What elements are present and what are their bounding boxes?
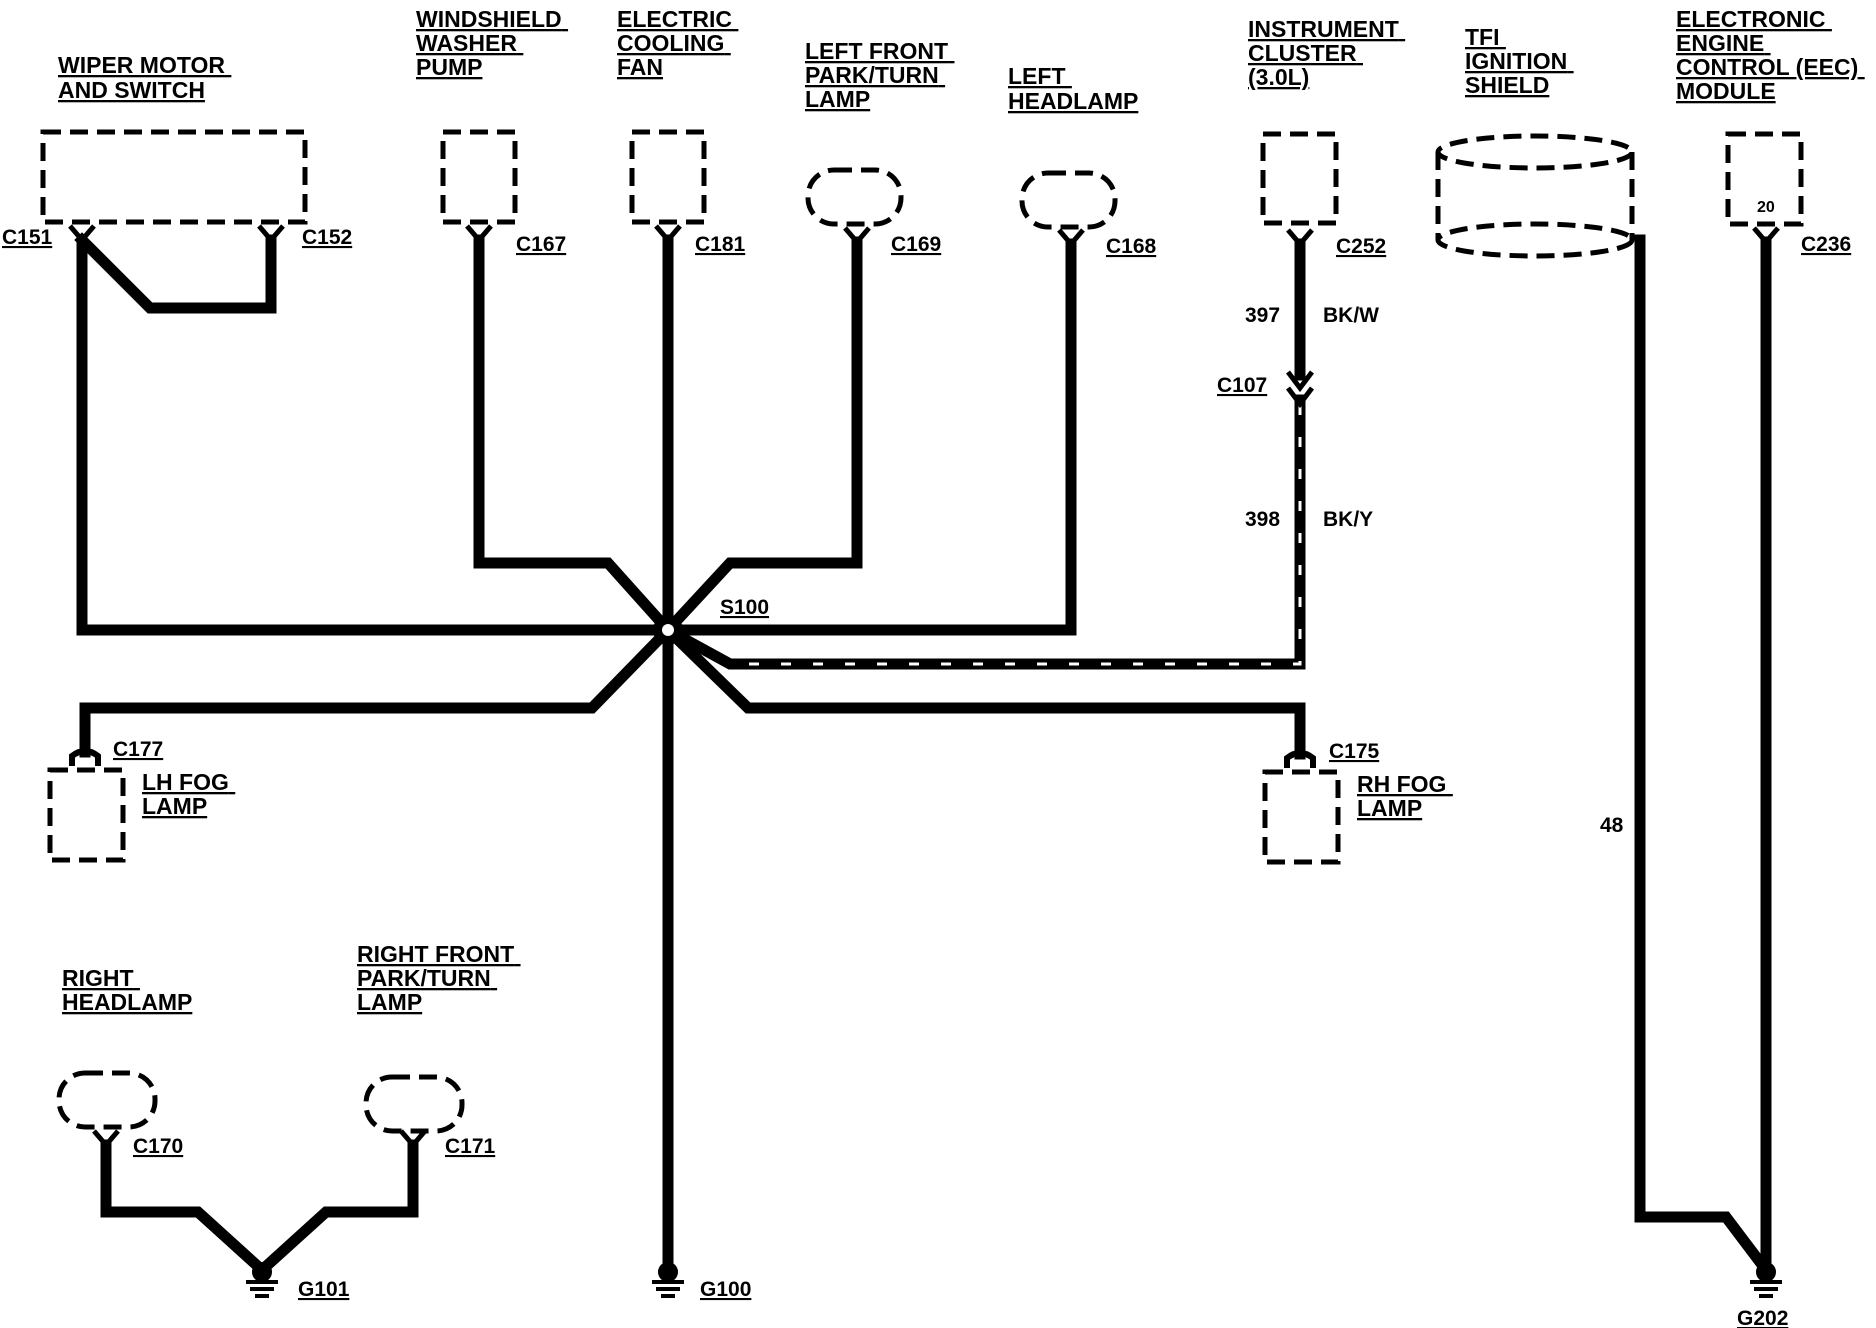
connector-symbols bbox=[68, 224, 1780, 1149]
right-headlamp-bulb bbox=[56, 1070, 158, 1130]
ground-g202-label: G202 bbox=[1737, 1307, 1788, 1328]
ground-g101-symbol bbox=[246, 1262, 278, 1298]
connector-c181: C181 bbox=[695, 233, 746, 256]
connector-c175: C175 bbox=[1329, 740, 1380, 763]
wiper-motor-box bbox=[40, 129, 308, 225]
wire-398-stripe bbox=[730, 405, 1302, 666]
lf-park-turn-label: LEFT FRONT PARK/TURN LAMP bbox=[805, 38, 954, 112]
wire-c169-to-s100 bbox=[660, 236, 863, 638]
wire-398-number: 398 bbox=[1245, 508, 1280, 531]
wire-48-number: 48 bbox=[1600, 814, 1624, 837]
left-headlamp-bulb bbox=[1019, 170, 1118, 230]
ground-g101-label: G101 bbox=[298, 1278, 350, 1301]
ground-g100-label: G100 bbox=[700, 1278, 751, 1301]
connector-c169: C169 bbox=[891, 233, 941, 256]
wire-c177-to-s100 bbox=[79, 622, 676, 758]
lh-fog-label: LH FOG LAMP bbox=[142, 769, 235, 819]
wiper-motor-label: WIPER MOTOR AND SWITCH bbox=[58, 52, 231, 103]
washer-pump-box bbox=[440, 129, 518, 225]
ground-g100-symbol bbox=[652, 1262, 684, 1298]
wire-c170-to-g101 bbox=[100, 1139, 270, 1278]
left-headlamp-label: LEFT HEADLAMP bbox=[1008, 63, 1138, 114]
wires bbox=[74, 232, 1774, 1278]
ground-g202-symbol bbox=[1750, 1262, 1782, 1298]
rf-park-turn-lamp bbox=[363, 1074, 465, 1134]
wire-c175-to-s100 bbox=[660, 622, 1306, 760]
eec-module-box bbox=[1725, 131, 1804, 227]
connector-c152: C152 bbox=[302, 226, 352, 249]
rh-fog-lamp-box bbox=[1262, 769, 1341, 865]
right-headlamp-label: RIGHT HEADLAMP bbox=[62, 965, 192, 1015]
instrument-cluster-box bbox=[1260, 131, 1339, 226]
wire-397-color: BK/W bbox=[1323, 304, 1379, 327]
wire-398-color: BK/Y bbox=[1323, 508, 1373, 531]
connector-c107: C107 bbox=[1217, 374, 1267, 397]
wire-397-number: 397 bbox=[1245, 304, 1280, 327]
wire-c171-to-g101 bbox=[254, 1139, 419, 1278]
lf-park-turn-lamp bbox=[805, 167, 904, 227]
splice-s100-dot bbox=[653, 615, 683, 645]
instrument-cluster-label: INSTRUMENT CLUSTER (3.0L) bbox=[1248, 16, 1405, 90]
connector-c177: C177 bbox=[113, 738, 163, 761]
connector-c252: C252 bbox=[1336, 235, 1386, 258]
rf-park-turn-label: RIGHT FRONT PARK/TURN LAMP bbox=[357, 941, 521, 1015]
wire-c167-to-s100 bbox=[473, 234, 676, 638]
connector-c170: C170 bbox=[133, 1135, 183, 1158]
wire-398 bbox=[660, 394, 1306, 670]
lh-fog-lamp-box bbox=[47, 767, 126, 863]
wire-c151-to-s100 bbox=[76, 234, 674, 636]
tfi-shield-cylinder bbox=[1435, 133, 1635, 259]
cooling-fan-label: ELECTRIC COOLING FAN bbox=[617, 6, 738, 80]
wire-48 bbox=[1634, 234, 1774, 1278]
connector-c168: C168 bbox=[1106, 235, 1157, 258]
wire-wiper-jumper bbox=[74, 232, 277, 314]
washer-pump-label: WINDSHIELD WASHER PUMP bbox=[416, 6, 568, 80]
connector-c151: C151 bbox=[2, 226, 53, 249]
cooling-fan-box bbox=[629, 129, 707, 225]
connector-c236: C236 bbox=[1801, 233, 1851, 256]
wire-c168-to-s100 bbox=[662, 238, 1077, 636]
rh-fog-label: RH FOG LAMP bbox=[1357, 771, 1453, 821]
splice-s100: S100 bbox=[720, 596, 769, 619]
connector-c167: C167 bbox=[516, 233, 566, 256]
connector-c171: C171 bbox=[445, 1135, 496, 1158]
eec-pin-20: 20 bbox=[1757, 199, 1775, 216]
fog-connector-caps bbox=[69, 748, 1316, 768]
eec-module-label: ELECTRONIC ENGINE CONTROL (EEC) MODULE bbox=[1676, 6, 1865, 104]
tfi-shield-label: TFI IGNITION SHIELD bbox=[1465, 24, 1574, 98]
